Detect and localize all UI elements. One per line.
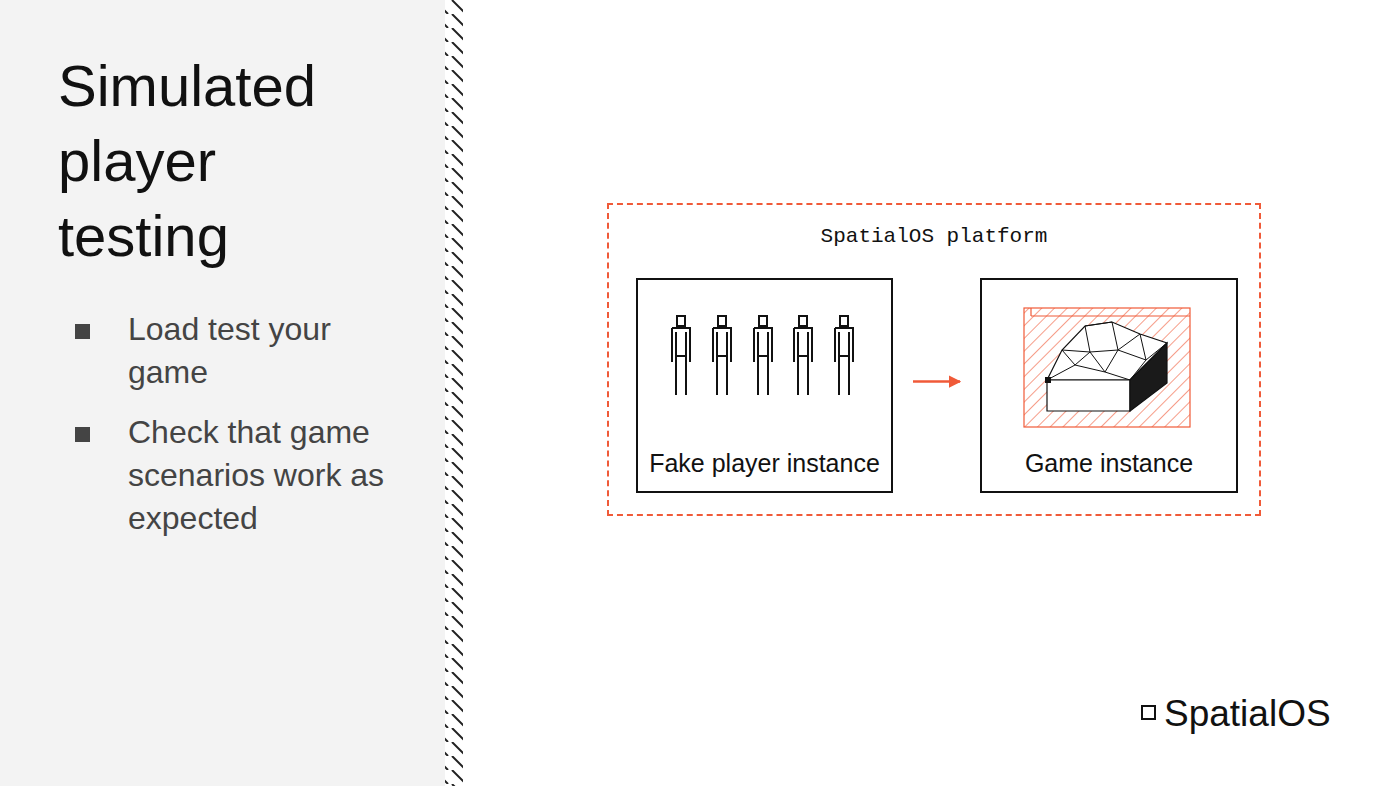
node-label: Fake player instance [649,447,880,479]
side-panel [0,0,445,786]
flow-arrow [913,380,960,383]
bullet-text: Check that game scenarios work as expect… [128,411,393,540]
container-title: SpatialOS platform [821,221,1048,253]
bullet-text: Load test your game [128,308,393,394]
logo-square [1142,706,1155,719]
bullet-square [75,427,90,442]
hatched-divider [445,0,463,786]
logo-wordmark: SpatialOS [1164,692,1364,736]
platform-boundary: SpatialOS platformFake player instance Ga… [607,203,1261,516]
process-box: Game instance [980,278,1238,493]
slide-title: Simulated player testing [58,48,378,273]
bullet-square [75,324,90,339]
player-figures [672,316,853,395]
terrain-illustration [1024,308,1190,427]
node-label: Game instance [1025,447,1193,479]
process-box: Fake player instance [636,278,893,493]
